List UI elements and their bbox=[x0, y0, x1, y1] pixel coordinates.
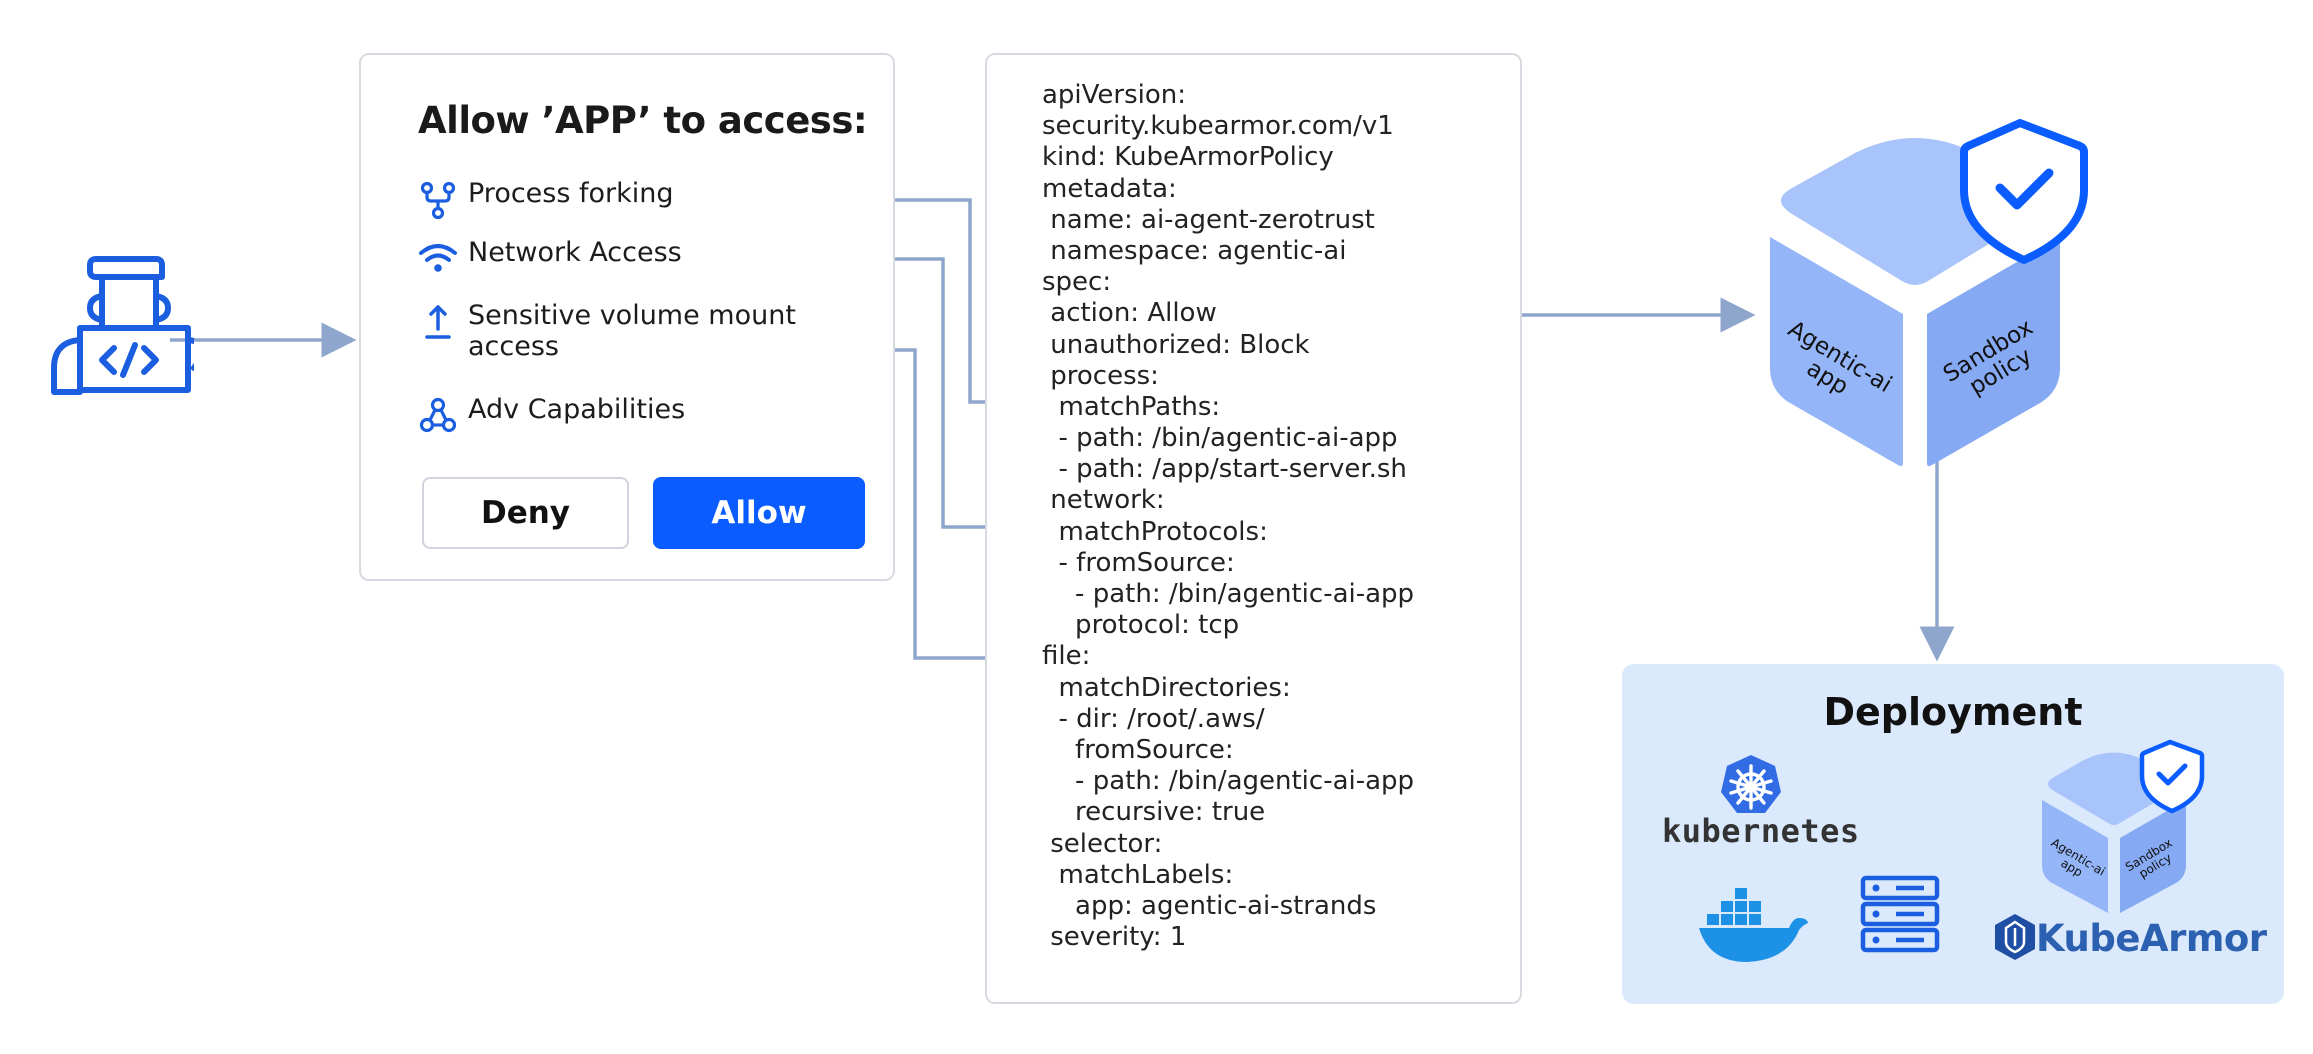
cube-right-face bbox=[1927, 237, 2060, 467]
yaml-line: name: ai-agent-zerotrust bbox=[1042, 204, 1375, 235]
permission-item-process-forking[interactable]: Process forking bbox=[418, 178, 674, 220]
yaml-line: unauthorized: Block bbox=[1042, 329, 1310, 360]
allow-button[interactable]: Allow bbox=[653, 477, 865, 549]
yaml-line: - path: /bin/agentic-ai-app bbox=[1042, 423, 1398, 454]
yaml-line: matchDirectories: bbox=[1042, 672, 1291, 703]
deny-button[interactable]: Deny bbox=[422, 477, 629, 549]
yaml-line: process: bbox=[1042, 360, 1159, 391]
yaml-line: - path: /bin/agentic-ai-app bbox=[1042, 579, 1415, 609]
yaml-line: matchProtocols: bbox=[1042, 516, 1268, 547]
yaml-line: - path: /app/start-server.sh bbox=[1042, 454, 1407, 485]
wifi-icon bbox=[419, 244, 457, 272]
permission-item-volume-mount[interactable]: Sensitive volume mount access bbox=[418, 300, 808, 362]
upload-icon bbox=[425, 305, 451, 339]
yaml-line: app: agentic-ai-strands bbox=[1042, 890, 1377, 921]
sandbox-cube: Agentic-aiapp Sandboxpolicy bbox=[1770, 119, 2088, 467]
yaml-line: - dir: /root/.aws/ bbox=[1042, 703, 1265, 734]
yaml-line: matchLabels: bbox=[1042, 859, 1234, 890]
permission-item-label: Network Access bbox=[468, 237, 682, 268]
fork-icon bbox=[420, 181, 456, 220]
permission-item-network-access[interactable]: Network Access bbox=[418, 237, 682, 279]
permission-dialog-title: Allow ’APP’ to access: bbox=[418, 99, 868, 142]
yaml-line: selector: bbox=[1042, 828, 1163, 859]
yaml-line: namespace: agentic-ai bbox=[1042, 235, 1347, 266]
deployment-sandbox-cube: Agentic-aiapp Sandboxpolicy bbox=[2042, 739, 2205, 913]
permission-item-label: Adv Capabilities bbox=[468, 394, 686, 425]
yaml-line: apiVersion: bbox=[1042, 80, 1187, 110]
kubernetes-logo-icon bbox=[1721, 755, 1781, 813]
kubearmor-logo-icon bbox=[1995, 914, 2035, 960]
shield-check-icon bbox=[1960, 119, 2088, 264]
policy-yaml-panel bbox=[985, 53, 1522, 1004]
deployment-title: Deployment bbox=[1823, 690, 2083, 734]
kubearmor-label: KubeArmor bbox=[2036, 917, 2267, 960]
server-stack-icon bbox=[1860, 875, 1940, 953]
yaml-line: network: bbox=[1042, 485, 1165, 516]
yaml-line: metadata: bbox=[1042, 173, 1177, 204]
yaml-line: action: Allow bbox=[1042, 298, 1217, 329]
permission-item-label: Process forking bbox=[468, 178, 674, 209]
yaml-line: kind: KubeArmorPolicy bbox=[1042, 142, 1334, 173]
permission-item-adv-capabilities[interactable]: Adv Capabilities bbox=[418, 394, 685, 436]
developer-icon bbox=[51, 256, 194, 395]
yaml-line: fromSource: bbox=[1042, 734, 1234, 765]
yaml-line: security.kubearmor.com/v1 bbox=[1042, 111, 1394, 142]
yaml-line: spec: bbox=[1042, 267, 1112, 298]
yaml-line: severity: 1 bbox=[1042, 922, 1187, 953]
yaml-line: file: bbox=[1042, 641, 1091, 672]
shield-check-icon bbox=[2139, 739, 2205, 814]
yaml-line: - path: /bin/agentic-ai-app bbox=[1042, 766, 1415, 797]
yaml-line: protocol: tcp bbox=[1042, 610, 1240, 641]
cube-left-face bbox=[1770, 237, 1903, 467]
docker-logo-icon bbox=[1699, 888, 1808, 962]
kubernetes-label: kubernetes bbox=[1662, 812, 1860, 850]
yaml-line: recursive: true bbox=[1042, 797, 1266, 828]
yaml-line: matchPaths: bbox=[1042, 391, 1221, 422]
permission-item-label: Sensitive volume mount access bbox=[468, 300, 796, 362]
yaml-line: - fromSource: bbox=[1042, 547, 1235, 578]
capabilities-icon bbox=[419, 397, 457, 433]
